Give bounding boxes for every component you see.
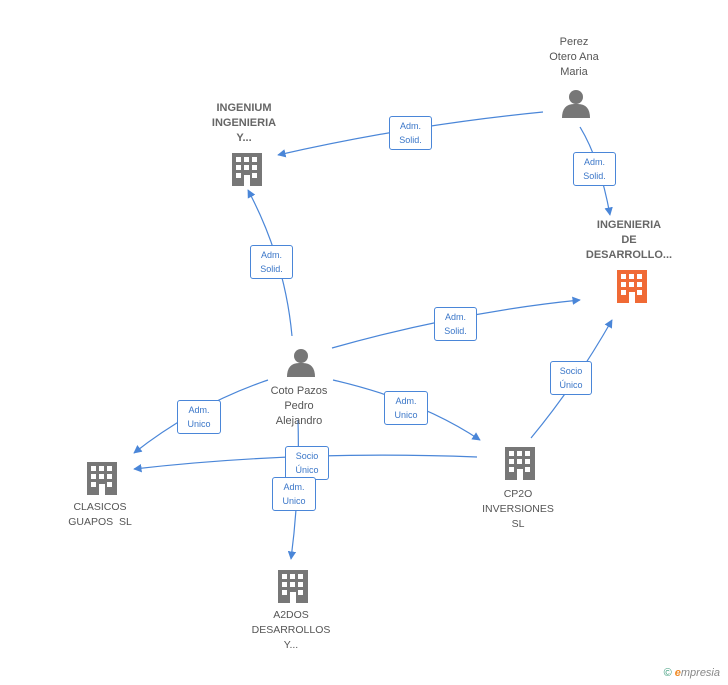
person-icon[interactable] [287, 349, 315, 377]
edge-label-coto-a2dos: Adm. Unico [272, 477, 316, 511]
edge-label-line: Adm. [395, 396, 417, 406]
building-icon-highlight[interactable] [617, 270, 647, 303]
label-line: CLASICOS [73, 501, 127, 513]
edge-label-coto-cp2o: Adm. Unico [384, 391, 428, 425]
edge-label-line: Adm. [444, 312, 466, 322]
label-line: Y... [283, 639, 299, 651]
node-label-ingenieria[interactable]: INGENIERIA DE DESARROLLO... [569, 218, 689, 263]
edge-label-line: Solid. [444, 326, 467, 336]
label-line: DESARROLLO... [585, 249, 673, 261]
label-line: INGENIERIA [211, 117, 277, 129]
label-line: GUAPOS SL [68, 516, 132, 528]
label-line: Coto Pazos [270, 385, 328, 397]
node-label-cp2o[interactable]: CP2O INVERSIONES SL [458, 487, 578, 532]
edge-label-line: Adm. [188, 405, 210, 415]
edge-label-line: Socio [559, 366, 583, 376]
label-line: Maria [560, 66, 588, 78]
edge-label-line: Unico [394, 410, 418, 420]
label-line: INGENIERIA [596, 219, 662, 231]
edge-label-line: Solid. [260, 264, 283, 274]
brand-logo-initial: e [674, 667, 681, 679]
label-line: CP2O [503, 488, 533, 500]
label-line: Y... [236, 132, 252, 144]
label-line: SL [511, 518, 525, 530]
edge-label-line: Adm. [283, 482, 305, 492]
edge-label-line: Solid. [583, 171, 606, 181]
edge-label-line: Unico [282, 496, 306, 506]
copyright-icon: © [663, 667, 672, 679]
node-label-perez[interactable]: Perez Otero Ana Maria [514, 35, 634, 80]
label-line: Otero Ana [549, 51, 599, 63]
label-line: DESARROLLOS [251, 624, 331, 636]
edge-label-cp2o-clasicos: Socio Único [285, 446, 329, 480]
label-line: A2DOS [273, 609, 309, 621]
edge-label-perez-ingenium: Adm. Solid. [389, 116, 432, 150]
brand-name: mpresia [680, 667, 720, 679]
label-line: Alejandro [275, 415, 323, 427]
edge-label-line: Solid. [399, 135, 422, 145]
label-line: INGENIUM [216, 102, 272, 114]
label-line: DE [621, 234, 637, 246]
building-icon[interactable] [278, 570, 308, 603]
edge-label-line: Socio [295, 451, 319, 461]
label-line: Pedro [284, 400, 314, 412]
edge-label-line: Adm. [399, 121, 421, 131]
edge-label-line: Adm. [583, 157, 605, 167]
edge-label-line: Único [295, 465, 319, 475]
copyright-notice[interactable]: © empresia [664, 667, 720, 679]
edge-label-perez-ingenieria: Adm. Solid. [573, 152, 616, 186]
person-icon[interactable] [562, 90, 590, 118]
edge-label-line: Unico [187, 419, 211, 429]
node-label-coto[interactable]: Coto Pazos Pedro Alejandro [239, 384, 359, 429]
node-label-ingenium[interactable]: INGENIUM INGENIERIA Y... [184, 101, 304, 146]
edge-label-coto-ingenium: Adm. Solid. [250, 245, 293, 279]
building-icon[interactable] [87, 462, 117, 495]
edge-label-line: Adm. [260, 250, 282, 260]
edge-label-coto-clasicos: Adm. Unico [177, 400, 221, 434]
node-label-a2dos[interactable]: A2DOS DESARROLLOS Y... [231, 608, 351, 653]
edge-label-line: Único [559, 380, 583, 390]
edge-label-coto-ingenieria: Adm. Solid. [434, 307, 477, 341]
building-icon[interactable] [232, 153, 262, 186]
node-label-clasicos[interactable]: CLASICOS GUAPOS SL [40, 500, 160, 530]
building-icon[interactable] [505, 447, 535, 480]
label-line: INVERSIONES [482, 503, 554, 515]
edge-label-cp2o-ingenieria: Socio Único [550, 361, 592, 395]
label-line: Perez [559, 36, 589, 48]
